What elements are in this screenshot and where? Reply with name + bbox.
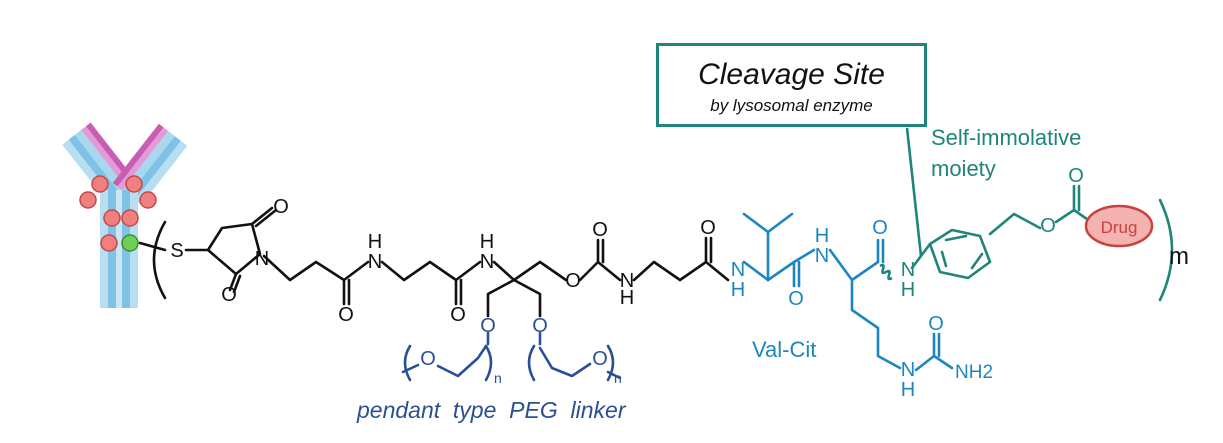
peg-repeat-n: n: [614, 370, 622, 386]
black-atom-labels: S O O N N H O N H O O O N H O: [170, 196, 715, 326]
self-immolative-structure: [910, 184, 1174, 302]
drug-payload: Drug: [1084, 204, 1154, 248]
amide-hydrogen: H: [480, 231, 494, 253]
drug-label: Drug: [1101, 218, 1138, 237]
urea-hydrogen: H: [901, 379, 915, 401]
amide-nitrogen: N: [480, 251, 494, 273]
carbamate-hydrogen: H: [901, 279, 915, 301]
carbamate-nitrogen: N: [901, 259, 915, 281]
carbonyl-oxygen: O: [788, 288, 804, 310]
callout-pointer: [905, 127, 923, 257]
self-immolative-label-line2: moiety: [931, 156, 996, 181]
urea-nitrogen: N: [901, 359, 915, 381]
amide-nitrogen: N: [731, 259, 745, 281]
amide-nitrogen: N: [815, 245, 829, 267]
carbonyl-oxygen: O: [273, 196, 289, 218]
carbonyl-oxygen: O: [872, 217, 888, 239]
peg-linker-label: pendant type PEG linker: [356, 397, 627, 423]
peg-linker-structure: [401, 331, 622, 382]
carbonyl-oxygen: O: [700, 217, 716, 239]
amide-hydrogen: H: [815, 225, 829, 247]
val-cit-label: Val-Cit: [752, 337, 816, 362]
self-immolative-atom-labels: N H O O: [901, 165, 1084, 301]
cleavage-site-callout: Cleavage Site by lysosomal enzyme: [656, 43, 927, 127]
carbonyl-oxygen: O: [1068, 165, 1084, 187]
repeat-count-m: m: [1169, 243, 1189, 270]
ether-oxygen: O: [592, 348, 608, 370]
carbonyl-oxygen: O: [221, 284, 237, 306]
peg-repeat-n: n: [494, 370, 502, 386]
self-immolative-label-line1: Self-immolative: [931, 125, 1081, 150]
amide-hydrogen: H: [731, 279, 745, 301]
peg-atom-labels: O O O O: [420, 315, 608, 370]
ether-oxygen: O: [480, 315, 496, 337]
callout-title: Cleavage Site: [698, 58, 885, 91]
amide-nitrogen: N: [620, 270, 634, 292]
amide-hydrogen: H: [368, 231, 382, 253]
attached-conjugation-site: [121, 234, 139, 252]
amide-hydrogen: H: [620, 287, 634, 309]
maleimide-spacer-structure: [138, 206, 730, 318]
carbonyl-oxygen: O: [450, 304, 466, 326]
antibody-icon: [62, 122, 188, 308]
sulfur-atom: S: [170, 240, 183, 262]
carbonyl-oxygen: O: [338, 304, 354, 326]
cleavage-wavy-bond: [879, 263, 893, 281]
amine-group: NH2: [955, 362, 993, 383]
val-cit-structure: [742, 212, 954, 372]
amide-nitrogen: N: [368, 251, 382, 273]
imide-nitrogen: N: [255, 248, 269, 270]
conjugation-sites: [79, 175, 157, 252]
val-cit-atom-labels: N H O N H O N H O: [731, 217, 944, 401]
ether-oxygen: O: [532, 315, 548, 337]
ether-oxygen: O: [420, 348, 436, 370]
benzylic-oxygen: O: [1040, 215, 1056, 237]
carbonyl-oxygen: O: [592, 219, 608, 241]
ester-oxygen: O: [565, 270, 581, 292]
callout-subtitle: by lysosomal enzyme: [710, 96, 873, 115]
urea-oxygen: O: [928, 313, 944, 335]
